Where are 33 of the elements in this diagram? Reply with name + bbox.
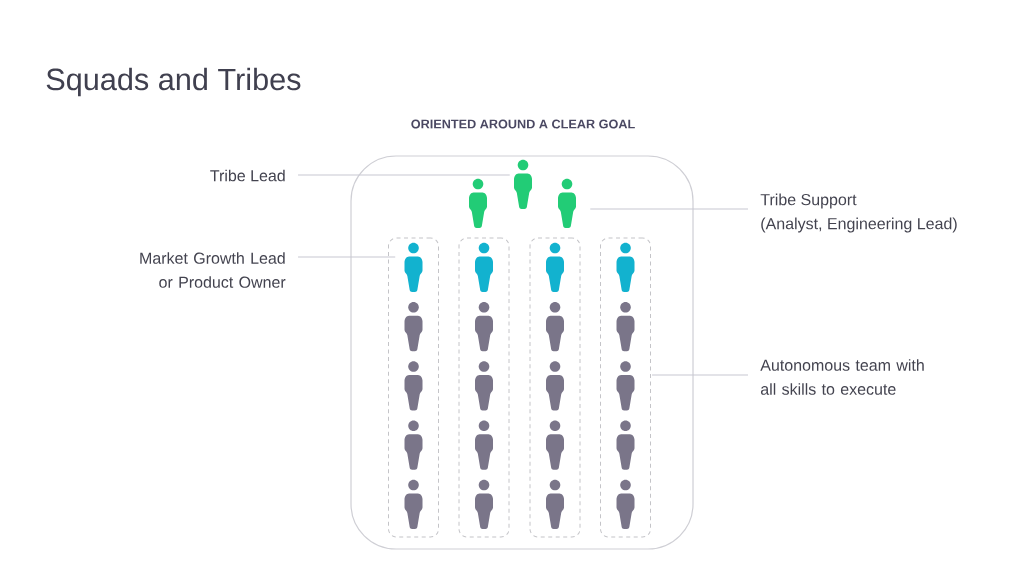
person-icon [546, 242, 564, 292]
person-icon [546, 420, 564, 470]
person-icon [558, 178, 576, 228]
person-icon [404, 301, 423, 352]
person-icon [475, 420, 493, 470]
person-icon [616, 479, 635, 529]
callout-label: Autonomous team with all skills to execute [760, 359, 924, 395]
person-icon [404, 242, 423, 292]
person-icon [546, 361, 564, 411]
person-icon [546, 301, 564, 352]
person-icon [546, 479, 564, 529]
person-icon [404, 479, 423, 529]
dashed-frame [388, 237, 439, 538]
person-icon [475, 242, 493, 292]
person-icon [616, 242, 635, 292]
person-icon [475, 479, 493, 529]
person-icon [514, 159, 532, 209]
person-icon [475, 361, 493, 411]
callout-label: Market Growth Lead or Product Owner [140, 252, 286, 288]
person-icon [475, 301, 493, 352]
dashed-frame [600, 237, 651, 538]
person-icon [616, 420, 635, 470]
dashed-frame [529, 237, 581, 538]
group-heading: ORIENTED AROUND A CLEAR GOAL [411, 119, 635, 129]
title: Squads and Tribes [46, 67, 301, 97]
person-icon [404, 361, 423, 411]
callout-label: Tribe Support (Analyst, Engineering Lead) [760, 193, 957, 233]
person-icon [616, 301, 635, 352]
person-icon [616, 361, 635, 411]
dashed-frame [458, 237, 510, 538]
person-icon [404, 420, 423, 470]
person-icon [469, 178, 487, 228]
callout-label: Tribe Lead [210, 169, 285, 182]
